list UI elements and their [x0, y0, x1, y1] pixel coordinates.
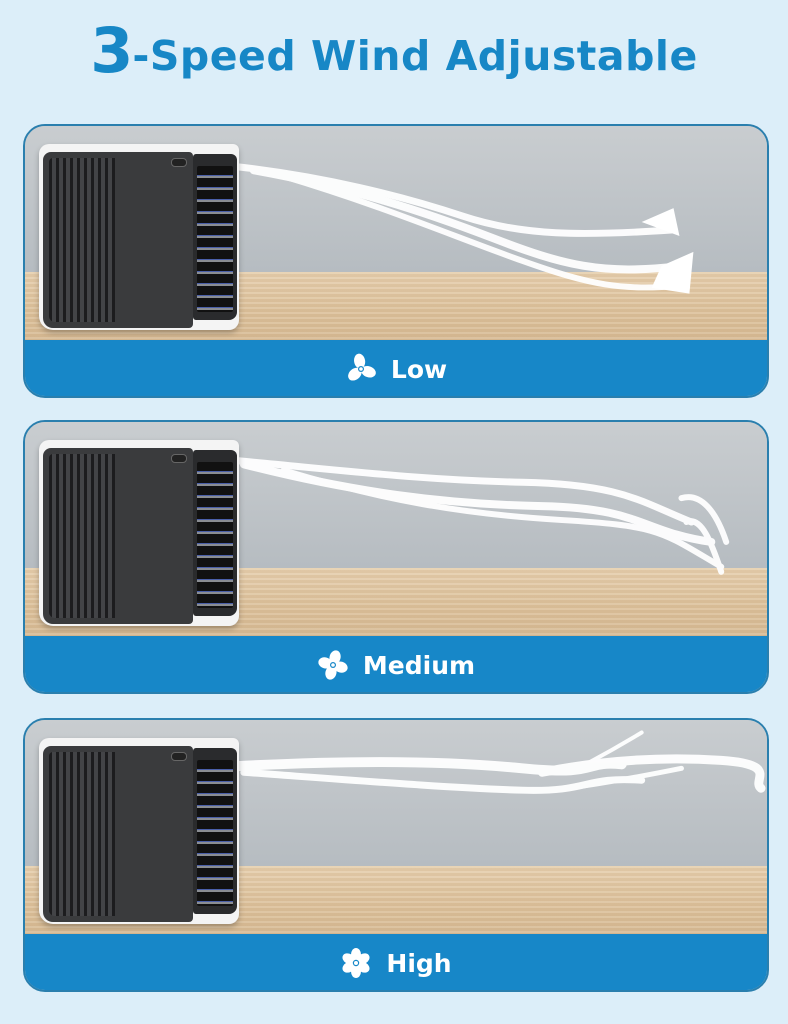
product-scene — [25, 126, 767, 340]
speed-panel-high: High — [23, 718, 769, 992]
title-number: 3 — [90, 14, 133, 87]
power-button-graphic — [171, 454, 187, 463]
speed-label-bar: Medium — [25, 636, 767, 692]
power-button-graphic — [171, 158, 187, 167]
speed-label-bar: Low — [25, 340, 767, 396]
speed-label-bar: High — [25, 934, 767, 990]
air-cooler-device — [39, 440, 239, 626]
power-button-graphic — [171, 752, 187, 761]
title-text: -Speed Wind Adjustable — [132, 32, 698, 80]
wind-ribbons-icon — [228, 730, 766, 794]
fan-4-blade-icon — [318, 650, 348, 680]
air-cooler-device — [39, 738, 239, 924]
page-title: 3-Speed Wind Adjustable — [0, 14, 788, 87]
speed-label-high: High — [386, 948, 452, 978]
air-vent-louvers — [197, 760, 233, 906]
speed-panel-medium: Medium — [23, 420, 769, 694]
air-cooler-device — [39, 144, 239, 330]
air-vent-louvers — [197, 166, 233, 312]
fan-3-blade-icon — [348, 353, 376, 381]
product-scene — [25, 422, 767, 636]
product-scene — [25, 720, 767, 934]
fan-6-blade-icon — [342, 948, 370, 978]
air-vent-louvers — [197, 462, 233, 608]
speed-panel-low: Low — [23, 124, 769, 398]
speed-label-medium: Medium — [362, 650, 476, 680]
wind-ribbons-icon — [230, 162, 694, 294]
speed-label-low: Low — [390, 354, 448, 384]
wind-ribbons-icon — [230, 456, 730, 575]
